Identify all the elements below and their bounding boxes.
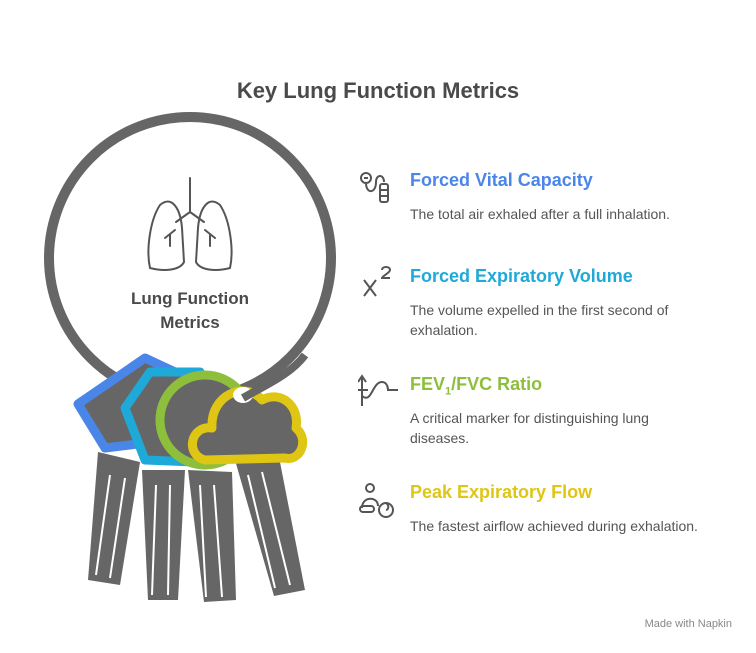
key-shaft-1 bbox=[88, 452, 140, 585]
metric-title: FEV1/FVC Ratio bbox=[410, 374, 542, 398]
metric-forced-expiratory-volume: Forced Expiratory Volume The volume expe… bbox=[358, 266, 718, 346]
x-squared-icon bbox=[363, 266, 392, 297]
center-label-line1: Lung Function bbox=[130, 289, 250, 308]
spirometer-icon bbox=[360, 172, 389, 203]
key-shafts bbox=[88, 452, 305, 602]
key-shaft-4 bbox=[235, 452, 305, 596]
metric-forced-vital-capacity: Forced Vital Capacity The total air exha… bbox=[358, 170, 718, 240]
metric-fev1-fvc-ratio: FEV1/FVC Ratio A critical marker for dis… bbox=[358, 374, 718, 454]
metric-description: The volume expelled in the first second … bbox=[410, 302, 669, 338]
metric-description: The fastest airflow achieved during exha… bbox=[410, 518, 698, 534]
title-sub: 1 bbox=[445, 385, 452, 398]
title-pre: FEV bbox=[410, 374, 446, 394]
page-title: Key Lung Function Metrics bbox=[236, 78, 520, 103]
key-head-yellow bbox=[187, 386, 308, 465]
center-label-line2: Metrics bbox=[160, 313, 220, 332]
key-shaft-2 bbox=[142, 470, 185, 600]
metric-title: Peak Expiratory Flow bbox=[410, 482, 593, 502]
metric-title: Forced Vital Capacity bbox=[410, 170, 593, 190]
metric-description: A critical marker for distinguishing lun… bbox=[410, 410, 649, 446]
person-breath-icon bbox=[359, 483, 394, 518]
metric-title: Forced Expiratory Volume bbox=[410, 266, 633, 286]
metric-peak-expiratory-flow: Peak Expiratory Flow The fastest airflow… bbox=[358, 482, 718, 562]
lungs-icon bbox=[147, 177, 233, 271]
made-with-napkin-credit[interactable]: Made with Napkin bbox=[644, 618, 732, 630]
title-post: /FVC Ratio bbox=[451, 374, 543, 394]
ratio-curve-icon bbox=[358, 374, 398, 406]
metric-description: The total air exhaled after a full inhal… bbox=[410, 206, 670, 222]
key-ring bbox=[44, 112, 336, 404]
key-shaft-3 bbox=[188, 470, 236, 602]
center-label: Lung Function Metrics bbox=[110, 287, 270, 335]
